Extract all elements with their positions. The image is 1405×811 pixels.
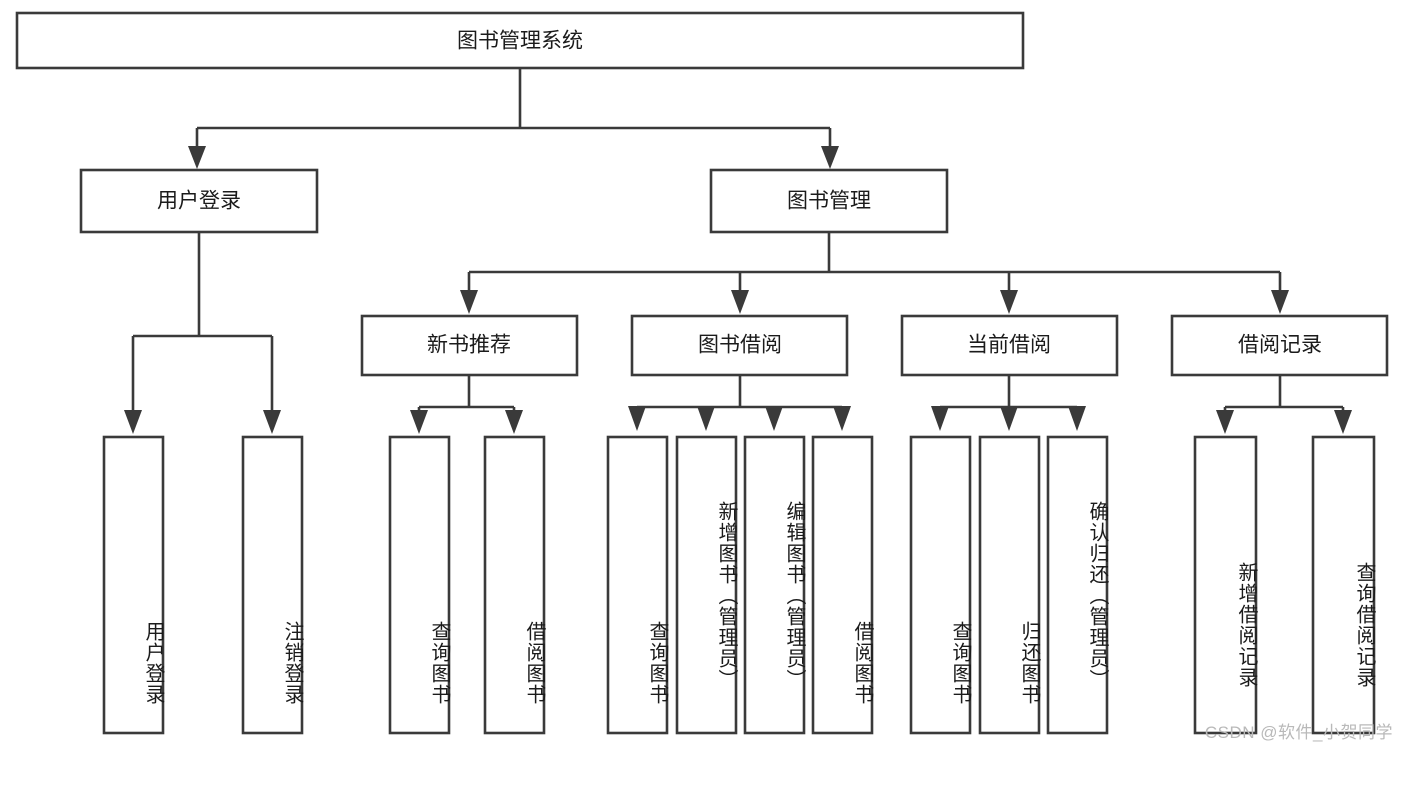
arrow-new-book-to-leaf-1 <box>505 410 523 434</box>
connector-group-borrow-records <box>1216 375 1352 434</box>
node-root[interactable]: 图书管理系统 <box>15 11 1025 70</box>
arrow-book-mgmt-to-current <box>1000 290 1018 314</box>
node-book-management[interactable]: 图书管理 <box>709 168 949 234</box>
arrow-book-borrow-to-leaf-0 <box>628 406 646 431</box>
leaf-box-borrow-records-0[interactable] <box>1193 435 1258 735</box>
node-current-borrow-box[interactable] <box>900 314 1119 377</box>
connector-group-book-borrow <box>628 375 851 431</box>
node-user-login-label: 用户登录 <box>157 190 241 213</box>
arrow-borrow-records-to-leaf-0 <box>1216 410 1234 434</box>
arrow-book-borrow-to-leaf-3 <box>833 406 851 431</box>
connector-group-root <box>188 68 839 169</box>
leaf-box-current-borrow-2[interactable] <box>1046 435 1109 735</box>
diagram-canvas: 图书管理系统 用户登录 图书管理 <box>15 11 1393 742</box>
arrow-user-login-to-leaf-1 <box>263 410 281 434</box>
arrow-book-borrow-to-leaf-1 <box>697 406 715 431</box>
node-user-login[interactable]: 用户登录 <box>79 168 319 234</box>
leaf-box-book-borrow-0[interactable] <box>606 435 669 735</box>
node-new-book-recommend[interactable]: 新书推荐 <box>360 314 579 377</box>
leaf-box-current-borrow-0[interactable] <box>909 435 972 735</box>
arrow-book-mgmt-to-new-book <box>460 290 478 314</box>
node-root-label: 图书管理系统 <box>457 30 583 53</box>
connector-group-user-login <box>124 232 281 434</box>
arrow-book-mgmt-to-borrow <box>731 290 749 314</box>
arrow-new-book-to-leaf-0 <box>410 410 428 434</box>
connector-group-book-management <box>460 232 1289 314</box>
node-borrow-records[interactable]: 借阅记录 <box>1170 314 1389 377</box>
node-root-box[interactable] <box>15 11 1025 70</box>
node-borrow-records-label: 借阅记录 <box>1238 334 1322 357</box>
arrow-current-borrow-to-leaf-2 <box>1068 406 1086 431</box>
arrow-current-borrow-to-leaf-1 <box>1000 406 1018 431</box>
arrow-user-login-to-leaf-0 <box>124 410 142 434</box>
arrow-borrow-records-to-leaf-1 <box>1334 410 1352 434</box>
arrow-book-borrow-to-leaf-2 <box>765 406 783 431</box>
connector-group-current-borrow <box>931 375 1086 431</box>
node-current-borrow[interactable]: 当前借阅 <box>900 314 1119 377</box>
csdn-watermark: CSDN @软件_小贺同学 <box>1204 723 1393 742</box>
node-current-borrow-label: 当前借阅 <box>967 334 1051 357</box>
leaf-box-new-book-1[interactable] <box>483 435 546 735</box>
node-book-management-label: 图书管理 <box>787 190 871 213</box>
tree-diagram-svg: 图书管理系统 用户登录 图书管理 <box>15 11 1389 735</box>
leaf-box-book-borrow-3[interactable] <box>811 435 874 735</box>
leaf-box-new-book-0[interactable] <box>388 435 451 735</box>
arrow-root-to-user-login <box>188 146 206 169</box>
leaf-box-borrow-records-1[interactable] <box>1311 435 1376 735</box>
leaf-box-current-borrow-1[interactable] <box>978 435 1041 735</box>
leaf-box-user-login-0[interactable] <box>102 435 165 735</box>
node-new-book-recommend-box[interactable] <box>360 314 579 377</box>
node-book-borrow[interactable]: 图书借阅 <box>630 314 849 377</box>
leaf-box-book-borrow-1[interactable] <box>675 435 738 735</box>
leaf-box-user-login-1[interactable] <box>241 435 304 735</box>
leaf-box-book-borrow-2[interactable] <box>743 435 806 735</box>
arrow-book-mgmt-to-records <box>1271 290 1289 314</box>
arrow-current-borrow-to-leaf-0 <box>931 406 949 431</box>
connector-group-new-book-recommend <box>410 375 523 434</box>
node-new-book-recommend-label: 新书推荐 <box>427 334 511 357</box>
node-book-borrow-label: 图书借阅 <box>698 334 782 357</box>
arrow-root-to-book-mgmt <box>821 146 839 169</box>
node-book-borrow-box[interactable] <box>630 314 849 377</box>
node-borrow-records-box[interactable] <box>1170 314 1389 377</box>
node-book-management-box[interactable] <box>709 168 949 234</box>
